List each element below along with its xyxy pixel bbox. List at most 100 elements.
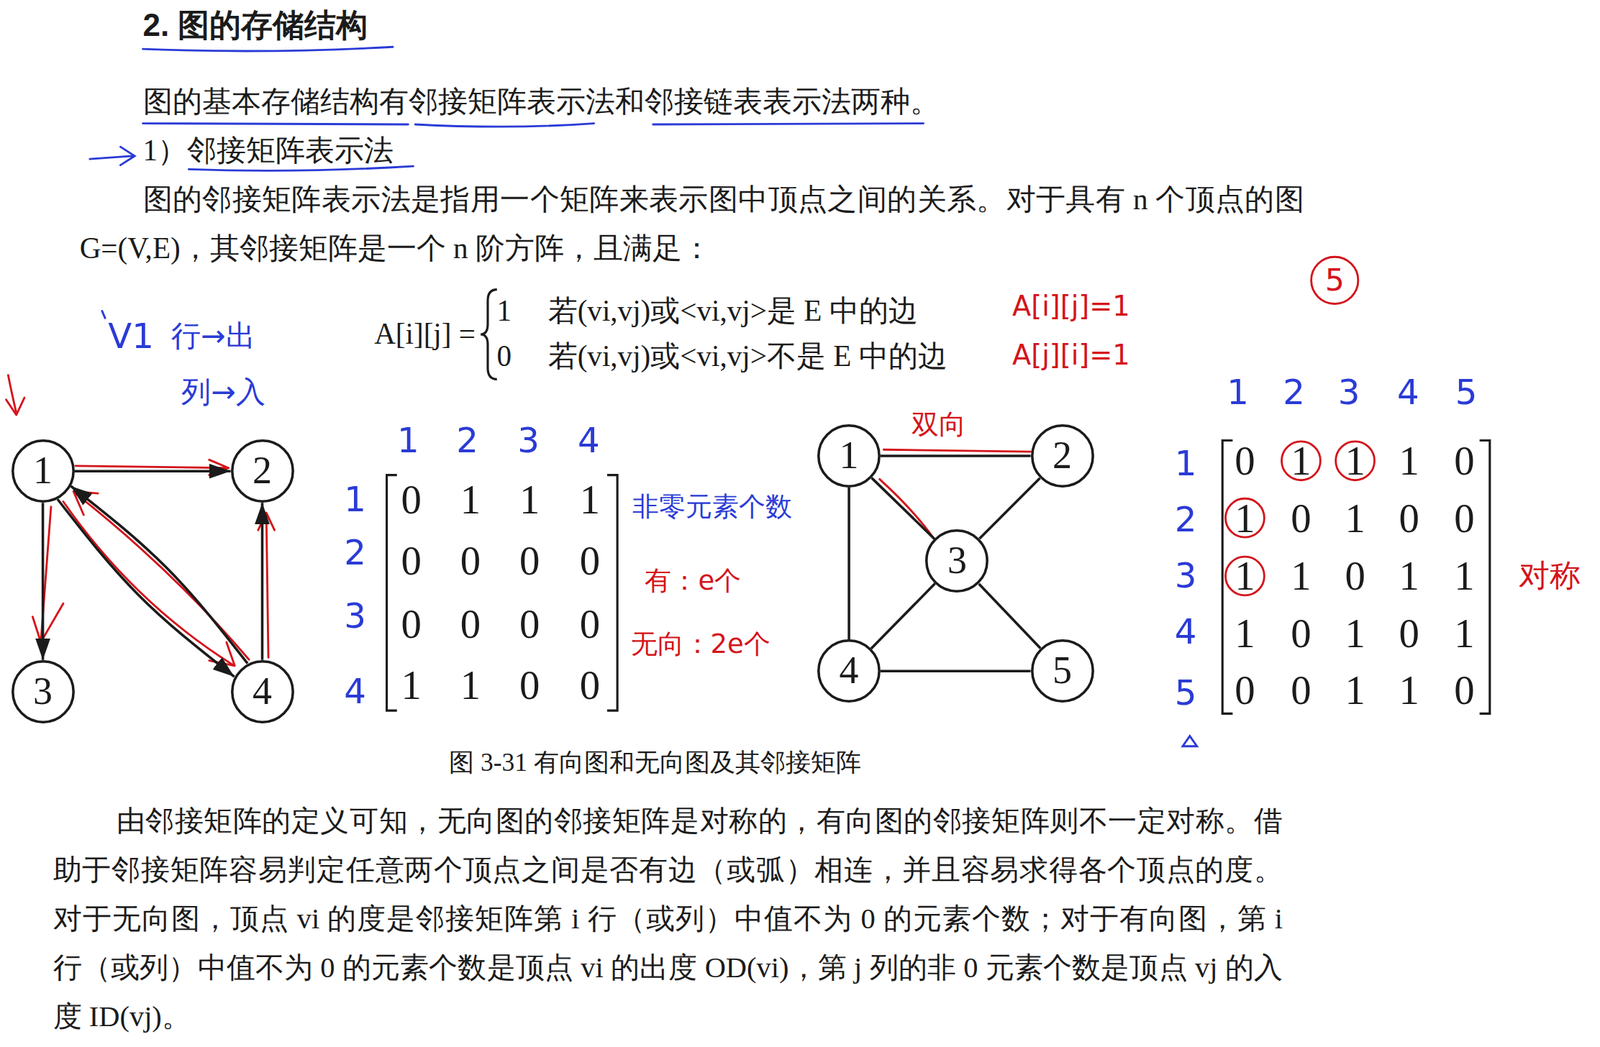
matrix-cell: 0	[460, 600, 481, 648]
matrix-cell: 1	[1344, 667, 1365, 715]
undirected-edge	[880, 454, 1031, 458]
vertex-circle: 3	[925, 529, 989, 593]
matrix-cell: 1	[1234, 553, 1255, 600]
matrix-brackets	[387, 289, 1490, 715]
handwritten-note: 行→出	[171, 319, 255, 354]
matrix-cell: 1	[1290, 553, 1311, 600]
matrix-bracket	[1479, 440, 1490, 714]
matrix-cell: 1	[579, 476, 600, 524]
underline	[143, 46, 394, 52]
matrix-cell: 1	[1344, 610, 1365, 657]
underline	[143, 123, 924, 128]
matrix-bracket	[607, 475, 618, 711]
matrix-bracket	[387, 475, 398, 711]
edge-trace	[63, 502, 235, 667]
matrix-cell: 0	[1290, 667, 1311, 715]
matrix-cell: 0	[400, 600, 421, 648]
body-text: 图的基本存储结构有邻接矩阵表示法和邻接链表表示法两种。	[143, 84, 940, 119]
vertex-label: 3	[33, 672, 53, 712]
edge-trace	[258, 512, 275, 658]
directed-arc	[57, 499, 235, 677]
matrix-cell: 1	[400, 662, 421, 710]
matrix-index: 4	[343, 671, 367, 712]
vertex-circle: 3	[11, 660, 75, 724]
matrix-cell: 1	[1234, 610, 1255, 657]
circle-shape	[231, 661, 293, 722]
handwritten-note: 无向：2e个	[630, 629, 771, 660]
matrix-cell: 0	[1234, 437, 1255, 485]
matrix-cell: 0	[460, 537, 481, 585]
matrix-cell: 1	[519, 476, 540, 524]
vertex-circle: 4	[817, 639, 881, 703]
matrix-cell: 1	[1344, 437, 1365, 485]
matrix-cell: 0	[579, 662, 600, 710]
undirected-edge	[979, 584, 1041, 649]
number-ring	[1311, 256, 1359, 304]
matrix-index: 3	[1338, 372, 1361, 413]
matrix-cell: 1	[1344, 494, 1365, 542]
circle-shape	[1031, 641, 1093, 702]
circle-shape	[818, 641, 880, 702]
matrix-cell: 0	[1234, 667, 1255, 715]
handwritten-note: 非零元素个数	[632, 492, 793, 523]
matrix-cell: 1	[1234, 494, 1255, 542]
handwritten-note: 对称	[1518, 558, 1581, 595]
handwritten-note: 有：e个	[644, 566, 742, 597]
matrix-cell: 1	[1453, 610, 1475, 657]
matrix-bracket	[1222, 440, 1233, 714]
section-heading: 1）邻接矩阵表示法	[143, 133, 395, 168]
matrix-index: 1	[343, 479, 367, 520]
matrix-index: 4	[1174, 612, 1198, 653]
figure-caption: 图 3-31 有向图和无向图及其邻接矩阵	[448, 747, 862, 777]
vertex-label: 3	[947, 541, 967, 581]
arrow-mark	[89, 146, 135, 166]
matrix-cell: 0	[400, 537, 421, 585]
handwritten-note: 列→入	[181, 375, 265, 410]
matrix-index: 2	[456, 420, 479, 461]
handwritten-note: A[j][i]=1	[1012, 339, 1131, 372]
vertex-label: 1	[839, 436, 859, 476]
matrix-cell: 0	[1453, 437, 1475, 485]
matrix-index: 1	[1174, 444, 1198, 485]
triangle-mark	[1182, 736, 1198, 747]
edge-trace	[32, 507, 64, 644]
handwritten-note: A[i][j]=1	[1012, 289, 1131, 322]
vertex-label: 2	[252, 451, 272, 491]
matrix-cell: 0	[519, 662, 540, 710]
formula-condition: 若(vi,vj)或<vi,vj>是 E 中的边	[548, 294, 918, 329]
matrix-index: 2	[1282, 372, 1306, 413]
vertex-label: 5	[1052, 651, 1072, 691]
vertex-label: 1	[33, 451, 53, 491]
undirected-edge	[979, 478, 1041, 539]
matrix-index: 1	[397, 420, 420, 461]
matrix-cell: 0	[1453, 494, 1475, 542]
matrix-index: 4	[1397, 372, 1420, 413]
matrix-index: 5	[1455, 372, 1478, 413]
vertex-label: 2	[1052, 436, 1072, 476]
circle-shape	[12, 441, 73, 502]
circle-shape	[1031, 425, 1093, 487]
undirected-edge	[847, 487, 851, 640]
matrix-cell: 0	[519, 600, 540, 648]
red-pen-marks	[6, 256, 1375, 667]
handwritten-note: 双向	[911, 408, 967, 441]
matrix-cell: 0	[519, 537, 540, 585]
edge-trace	[75, 459, 229, 475]
circle-shape	[231, 441, 293, 502]
vertex-circle: 1	[817, 424, 881, 488]
matrix-index: 5	[1174, 674, 1198, 714]
matrix-cell: 0	[1344, 553, 1365, 600]
matrix-cell: 1	[1453, 553, 1475, 600]
vertex-circle: 2	[1030, 424, 1095, 488]
undirected-edge	[880, 670, 1031, 674]
vertex-circle: 2	[230, 439, 295, 503]
matrix-cell: 1	[1399, 667, 1420, 715]
circle-shape	[926, 530, 988, 592]
matrix-cell: 1	[1399, 553, 1420, 600]
blue-pen-marks	[89, 46, 1198, 747]
undirected-edge	[871, 583, 936, 649]
matrix-index: 3	[1174, 556, 1198, 597]
pen-tick	[102, 310, 106, 318]
vertex-circle: 5	[1030, 639, 1095, 703]
directed-arc	[41, 502, 45, 660]
